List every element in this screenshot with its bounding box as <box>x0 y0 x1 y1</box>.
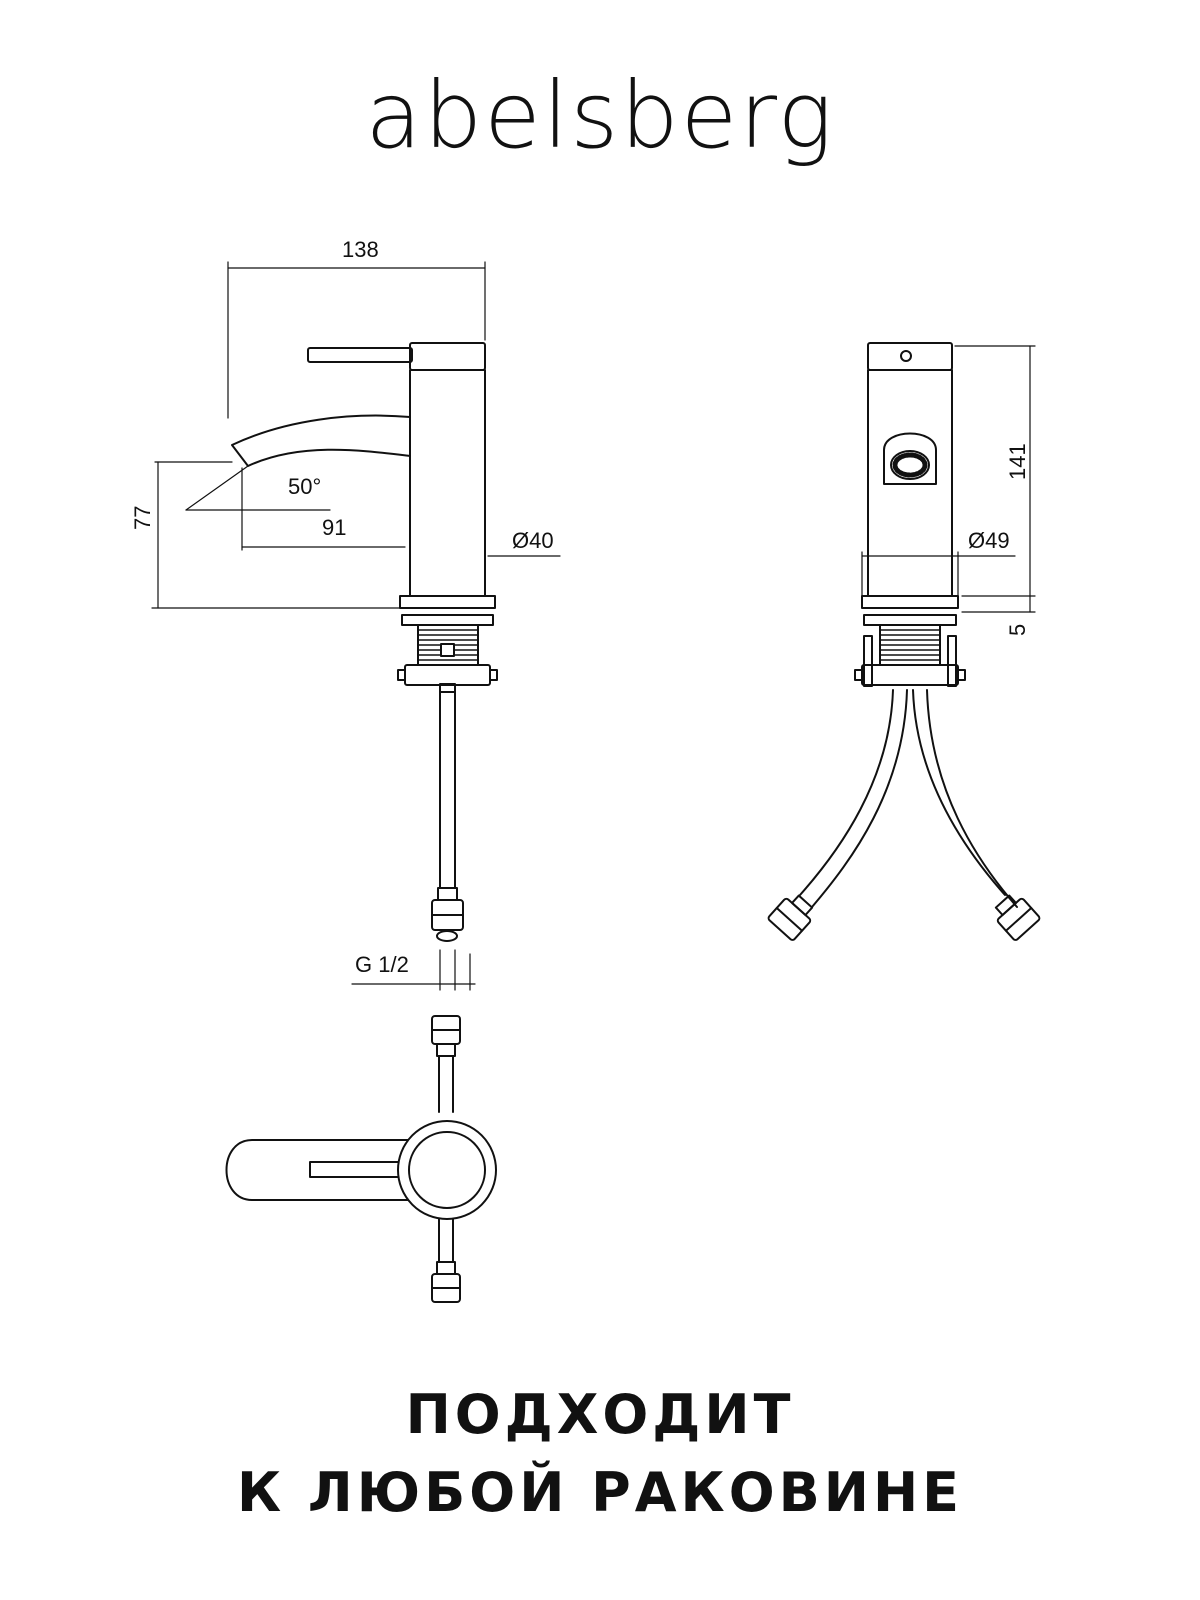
dim-reach: 91 <box>322 515 346 540</box>
dim-diameter-body: Ø40 <box>512 528 554 553</box>
side-washer <box>401 614 494 626</box>
front-washer <box>863 614 957 626</box>
front-view <box>767 342 1041 941</box>
front-hose-left <box>799 689 894 896</box>
side-ferrule <box>437 887 458 901</box>
front-lock-nut <box>861 664 959 686</box>
side-lock-nut <box>404 664 491 686</box>
dim-thread: G 1/2 <box>355 952 409 977</box>
dim-height-base: 5 <box>1005 624 1030 636</box>
dim-height-spout: 77 <box>130 506 155 530</box>
side-base-ring <box>399 595 496 609</box>
dim-angle: 50° <box>288 474 321 499</box>
brand-logo: abelsberg <box>365 62 835 169</box>
side-handle-cap <box>409 342 486 371</box>
front-connector-left <box>767 894 814 941</box>
front-base-ring <box>861 595 959 609</box>
top-view <box>225 1015 497 1303</box>
side-handle-lever <box>307 347 413 363</box>
top-handle-lever <box>225 1139 413 1201</box>
side-view <box>231 342 498 942</box>
front-aerator <box>883 432 937 485</box>
front-dimension-lines <box>861 345 1036 613</box>
front-connector-right <box>994 894 1041 941</box>
side-dimension-lines <box>151 261 561 991</box>
dim-width-total: 138 <box>342 237 379 262</box>
front-thread-lines <box>879 629 941 661</box>
side-body <box>409 369 486 597</box>
side-spout <box>231 414 411 467</box>
dim-diameter-base: Ø49 <box>968 528 1010 553</box>
front-hose-right <box>912 689 1006 896</box>
dim-height-body: 141 <box>1005 443 1030 480</box>
top-body-inner <box>408 1131 486 1209</box>
caption-line-2: К ЛЮБОЙ РАКОВИНЕ <box>236 1461 964 1524</box>
caption-line-1: ПОДХОДИТ <box>405 1383 795 1446</box>
top-body-outer <box>397 1120 497 1220</box>
